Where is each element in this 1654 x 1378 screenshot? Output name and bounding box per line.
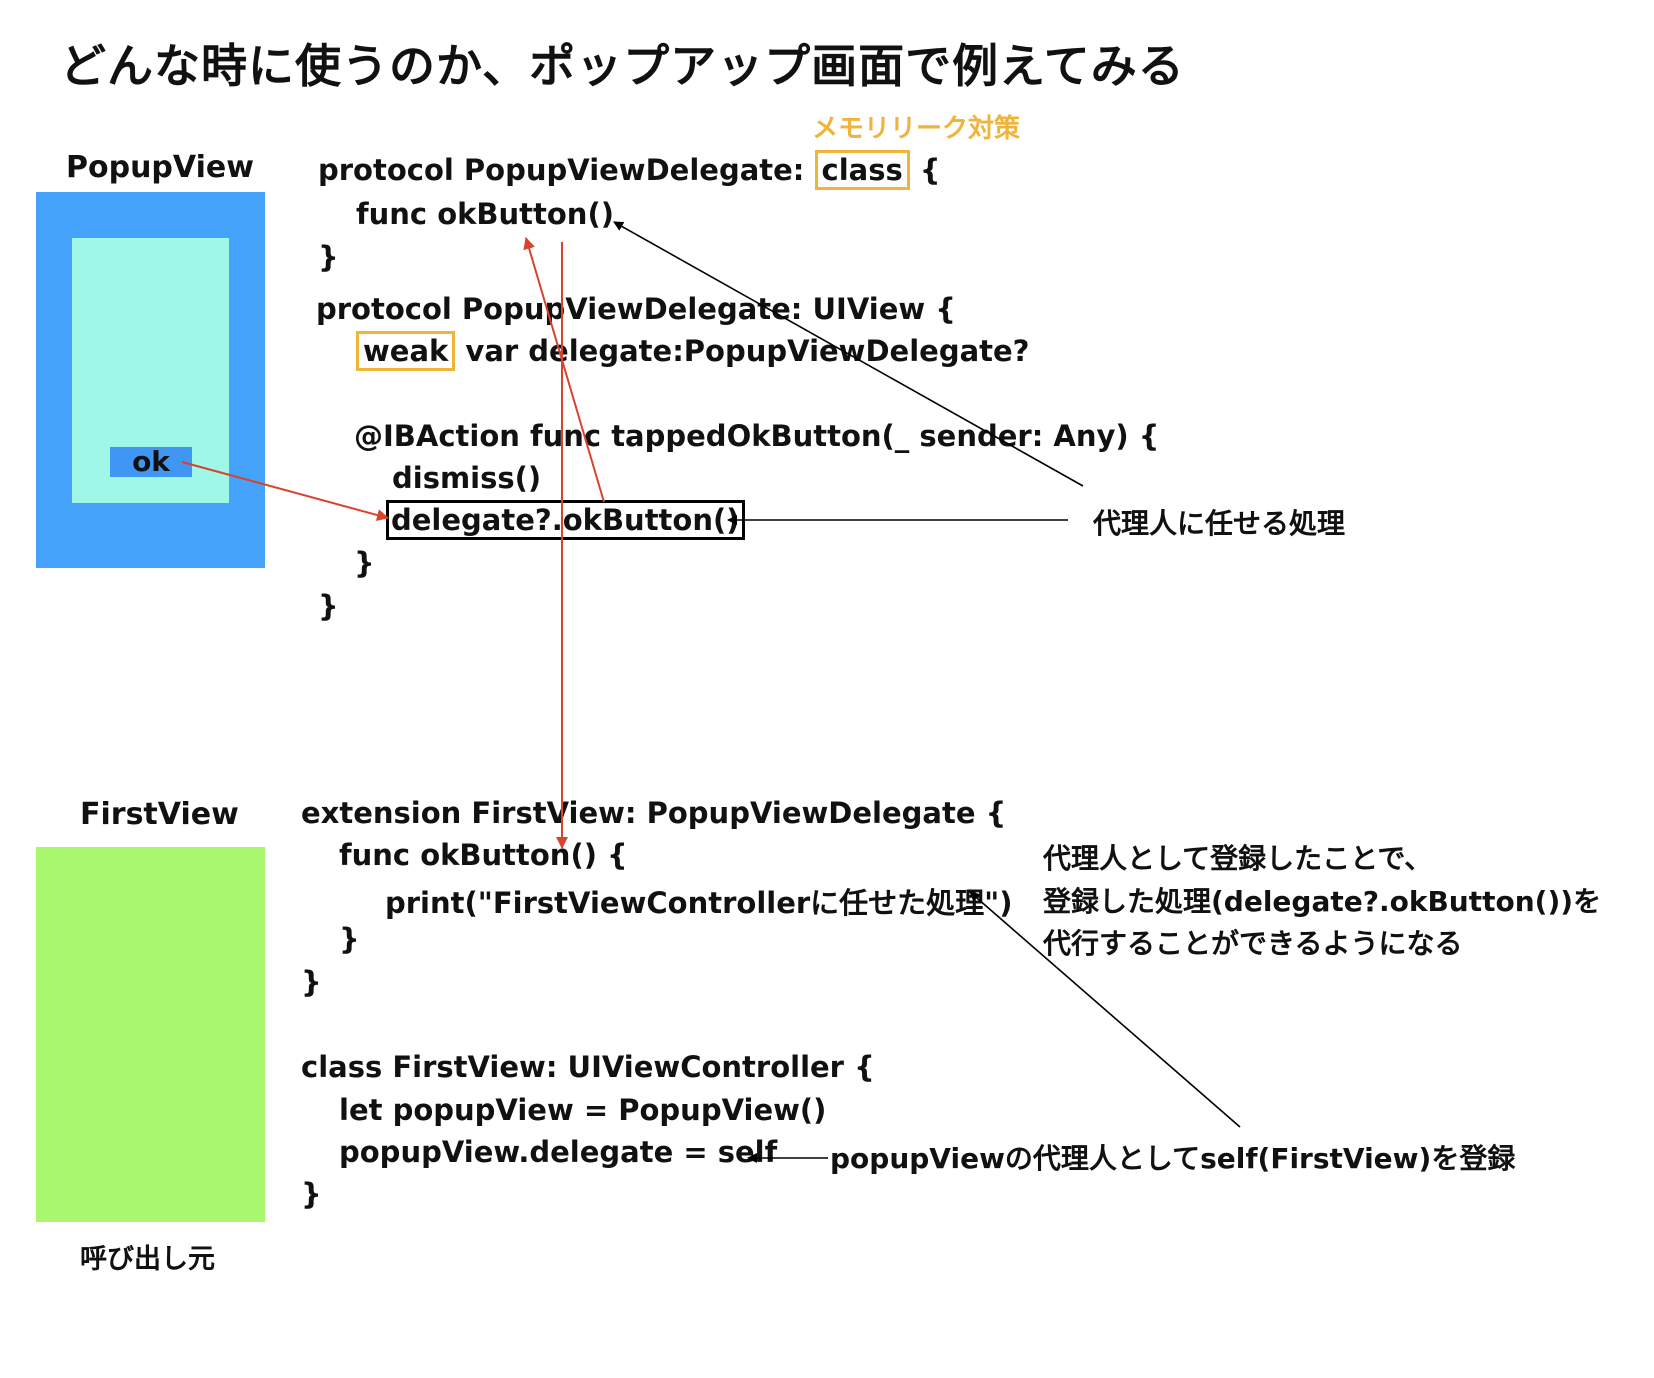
- class-keyword-highlight: class: [814, 150, 910, 190]
- memory-leak-note: メモリリーク対策: [812, 114, 1021, 144]
- ok-button[interactable]: ok: [110, 447, 192, 477]
- first-view-label: FirstView: [80, 797, 239, 832]
- code-line-protocol-class: protocol PopupViewDelegate: class {: [318, 150, 941, 190]
- code-line-dismiss: dismiss(): [392, 461, 542, 495]
- code-line-class-firstview: class FirstView: UIViewController {: [301, 1050, 875, 1084]
- code-line-let-popupview: let popupView = PopupView(): [339, 1093, 827, 1127]
- code-line-close-brace: }: [354, 546, 375, 580]
- black-arrow-annotation-to-func: [613, 221, 1084, 487]
- annotation-delegate-task: 代理人に任せる処理: [1093, 507, 1346, 540]
- annotation-register-line3: 代行することができるようになる: [1043, 927, 1463, 960]
- code-line-close-brace: }: [318, 589, 339, 623]
- code-text: {: [909, 153, 941, 187]
- annotation-register-line1: 代理人として登録したことで、: [1043, 842, 1433, 875]
- code-line-weak-delegate: weak var delegate:PopupViewDelegate?: [356, 331, 1030, 371]
- first-view-frame: [36, 847, 265, 1222]
- code-line-delegate-self: popupView.delegate = self: [339, 1135, 778, 1169]
- code-line-print: print("FirstViewControllerに任せた処理"): [385, 886, 1013, 920]
- code-line-close-brace: }: [301, 1177, 322, 1211]
- code-line-ibaction: @IBAction func tappedOkButton(_ sender: …: [354, 419, 1160, 453]
- caller-caption: 呼び出し元: [80, 1244, 215, 1275]
- weak-keyword-highlight: weak: [356, 331, 456, 371]
- code-line-func-okbutton-impl: func okButton() {: [339, 838, 628, 872]
- code-line-close-brace: }: [318, 240, 339, 274]
- annotation-self-register: popupViewの代理人としてself(FirstView)を登録: [830, 1142, 1516, 1175]
- black-arrow-register-to-print: [969, 891, 1241, 1128]
- red-arrow-call-to-protocol: [523, 237, 605, 503]
- code-line-close-brace: }: [301, 965, 322, 999]
- red-arrow-ok-to-delegate-call: [181, 461, 389, 521]
- code-line-close-brace: }: [339, 922, 360, 956]
- code-line-protocol-uiview: protocol PopupViewDelegate: UIView {: [316, 292, 956, 326]
- code-text: protocol PopupViewDelegate:: [318, 153, 815, 187]
- annotation-register-line2: 登録した処理(delegate?.okButton())を: [1043, 885, 1602, 918]
- code-line-extension: extension FirstView: PopupViewDelegate {: [301, 796, 1007, 830]
- page-title: どんな時に使うのか、ポップアップ画面で例えてみる: [60, 39, 1185, 93]
- code-line-delegate-call: delegate?.okButton(): [386, 500, 745, 540]
- popup-view-label: PopupView: [66, 150, 254, 185]
- code-line-func-okbutton: func okButton(): [356, 197, 614, 231]
